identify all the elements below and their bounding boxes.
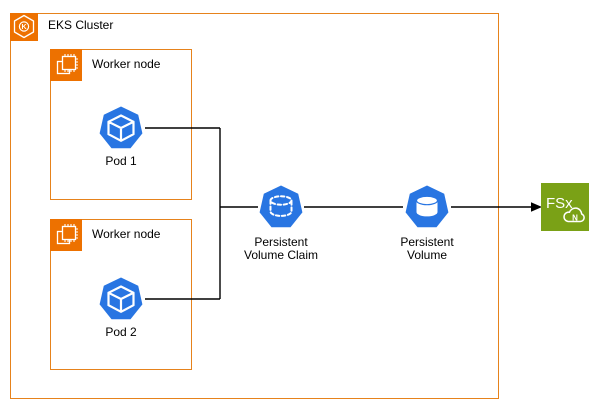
persistent-volume-icon: [405, 185, 449, 228]
worker-node-2-label: Worker node: [92, 227, 161, 241]
fsx-icon-text: FSx: [546, 195, 573, 212]
kubernetes-pod-icon: [99, 106, 143, 149]
pvc-label-line1: Persistent: [254, 235, 308, 249]
compute-chip-icon: [50, 49, 82, 81]
fsx-for-netapp-ontap-icon: FSx N: [541, 183, 589, 231]
eks-icon: K: [10, 13, 38, 41]
compute-chip-icon: [50, 219, 82, 251]
fsx-icon-badge: N: [572, 214, 578, 223]
eks-cluster-label: EKS Cluster: [48, 18, 114, 32]
pvc-label-line2: Volume Claim: [243, 248, 319, 262]
pv-label: Persistent Volume: [377, 236, 477, 262]
pvc-label: Persistent Volume Claim: [231, 236, 331, 262]
persistent-volume-claim-icon: [259, 185, 303, 228]
worker-node-1-label: Worker node: [92, 57, 161, 71]
worker-node-2-group: [50, 219, 192, 370]
kubernetes-pod-icon: [99, 277, 143, 320]
eks-cluster-group: [10, 13, 499, 399]
pod-1-label: Pod 1: [105, 154, 137, 168]
pv-label-line2: Volume: [406, 248, 448, 262]
pod-2-label: Pod 2: [105, 325, 137, 339]
eks-icon-letter: K: [21, 24, 26, 31]
worker-node-1-group: [50, 49, 192, 200]
pv-label-line1: Persistent: [400, 235, 454, 249]
